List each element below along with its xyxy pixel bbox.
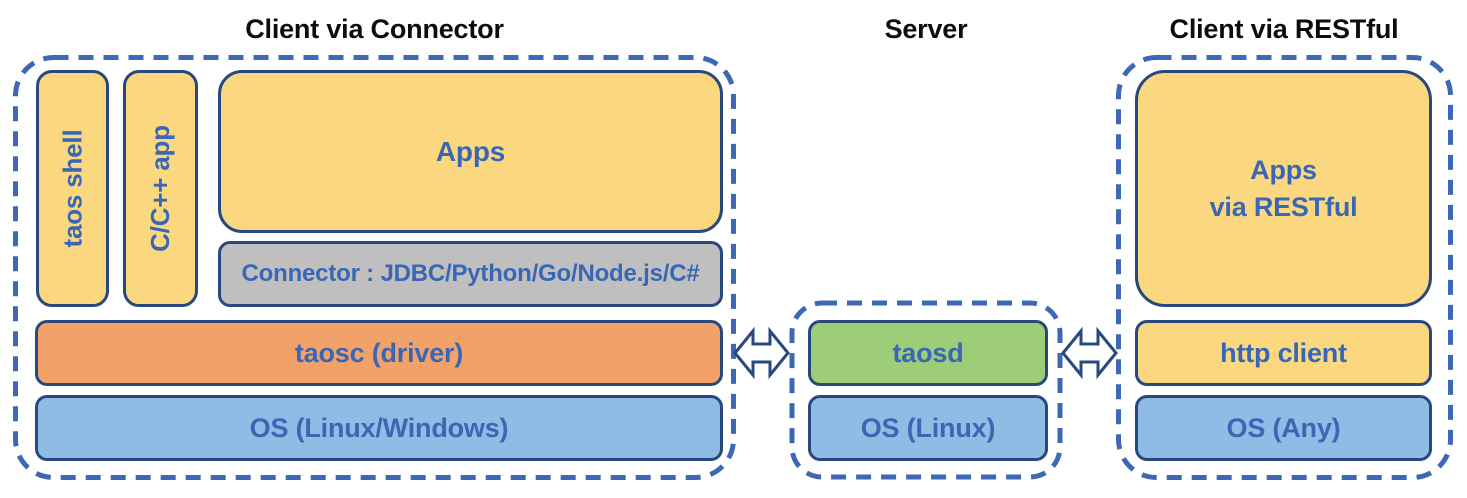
os-linux-box: OS (Linux) (808, 395, 1048, 461)
connector-bar-box: Connector : JDBC/Python/Go/Node.js/C# (218, 241, 723, 307)
apps-box: Apps (218, 70, 723, 233)
cpp-app-box: C/C++ app (123, 70, 198, 307)
apps-via-restful-box: Apps via RESTful (1135, 70, 1432, 307)
os-linux-windows-box: OS (Linux/Windows) (35, 395, 723, 461)
http-client-label: http client (1220, 337, 1347, 368)
taosd-label: taosd (892, 337, 964, 368)
connector-bar-label: Connector : JDBC/Python/Go/Node.js/C# (241, 260, 700, 287)
taosc-driver-label: taosc (driver) (294, 337, 464, 368)
cpp-app-label: C/C++ app (145, 125, 176, 252)
http-client-box: http client (1135, 320, 1432, 386)
os-any-label: OS (Any) (1226, 412, 1341, 443)
taos-shell-box: taos shell (36, 70, 109, 307)
bidirectional-arrow-icon (1061, 326, 1118, 380)
taosd-box: taosd (808, 320, 1048, 386)
server-section-title: Server (884, 14, 968, 44)
taosc-driver-box: taosc (driver) (35, 320, 723, 386)
taos-shell-label: taos shell (57, 129, 87, 248)
os-linux-label: OS (Linux) (860, 412, 996, 443)
connector-section-title: Client via Connector (245, 14, 504, 44)
bidirectional-arrow-icon (733, 326, 790, 380)
apps-via-restful-label: Apps via RESTful (1209, 155, 1358, 222)
os-any-box: OS (Any) (1135, 395, 1432, 461)
os-linux-windows-label: OS (Linux/Windows) (249, 412, 509, 443)
restful-section-title: Client via RESTful (1169, 14, 1399, 44)
apps-label: Apps (435, 135, 506, 167)
